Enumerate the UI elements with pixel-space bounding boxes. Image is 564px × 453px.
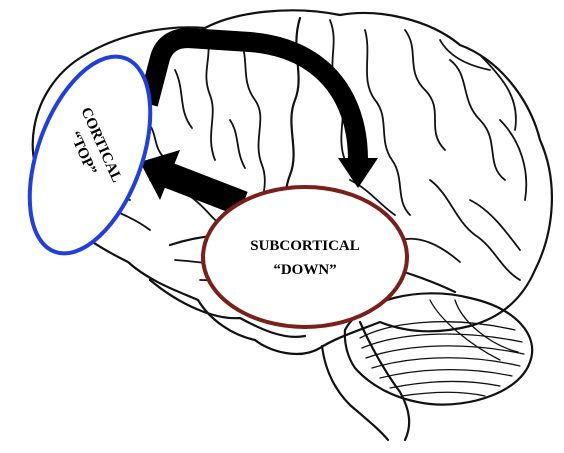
top-down-arrow [148,38,358,160]
subcortical-sublabel: “DOWN” [273,262,336,278]
top-down-arrowhead [338,158,378,188]
subcortical-ellipse [203,187,407,327]
bottom-up-arrow [168,175,243,204]
subcortical-label: SUBCORTICAL [250,238,360,254]
subcortical-region: SUBCORTICAL “DOWN” [203,187,407,327]
